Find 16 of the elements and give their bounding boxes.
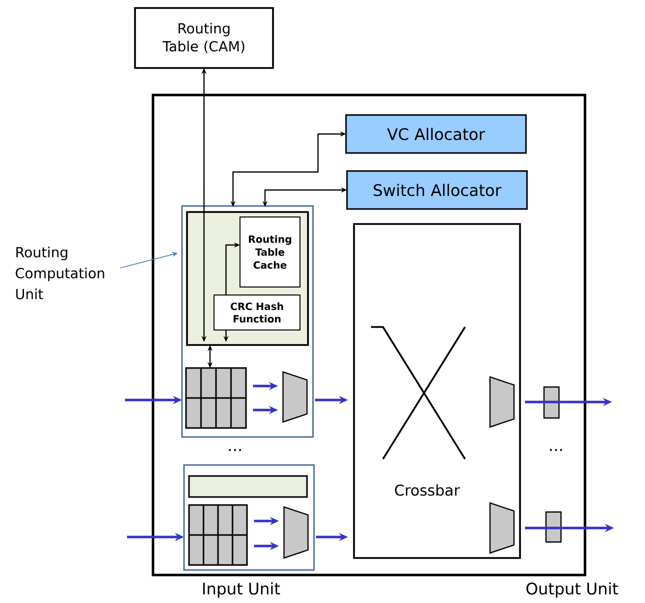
buffer-grid bbox=[188, 504, 248, 566]
dots-text: ... bbox=[550, 449, 562, 451]
unit-label: Output Unit bbox=[526, 582, 618, 598]
allocator-box: Switch Allocator bbox=[346, 170, 528, 210]
crossbar-box: Crossbar bbox=[353, 223, 521, 559]
bar bbox=[188, 475, 308, 498]
output-buffer bbox=[543, 386, 560, 419]
output-buffer bbox=[545, 511, 562, 543]
allocator-box: VC Allocator bbox=[345, 114, 527, 154]
callout-text: Routing Computation Unit bbox=[16, 246, 104, 300]
buffer-grid bbox=[185, 367, 247, 429]
hash-function-box: CRC Hash Function bbox=[214, 294, 300, 330]
cache-box: Routing Table Cache bbox=[240, 216, 300, 288]
dots-text: ... bbox=[229, 449, 241, 451]
unit-label: Input Unit bbox=[203, 582, 280, 598]
routing-table-box: Routing Table (CAM) bbox=[134, 7, 274, 69]
